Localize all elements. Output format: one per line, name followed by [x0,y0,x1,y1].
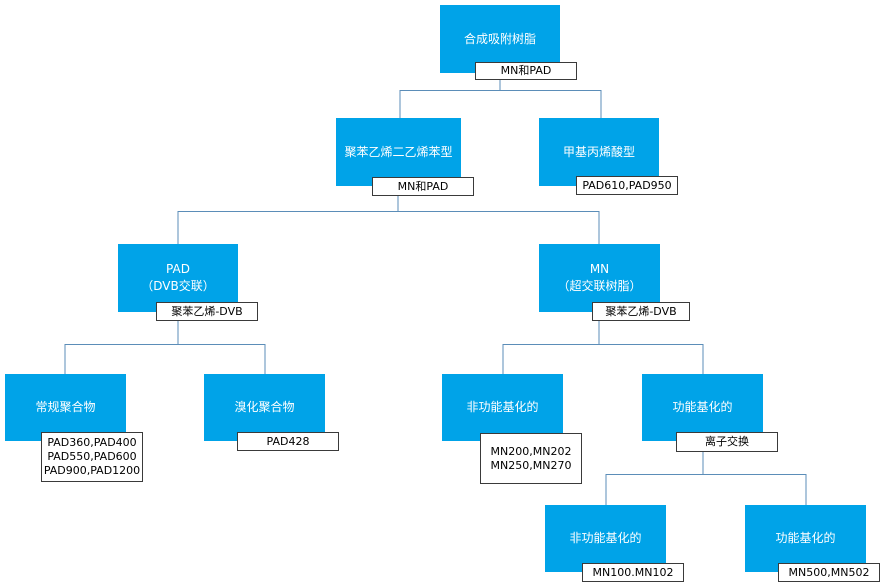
node-acrylic-label: 甲基丙烯酸型 [562,144,635,159]
tag-ion-func: MN500,MN502 [778,563,880,582]
node-ion-func-label: 功能基化的 [775,531,836,545]
tag-mn-func: 离子交换 [676,432,778,452]
tag-mn-nonfunc: MN200,MN202 MN250,MN270 [480,433,582,484]
node-ion-nonfunc: 非功能基化的 [545,505,666,572]
node-acrylic: 甲基丙烯酸型 [539,118,659,186]
tag-styrene: MN和PAD [372,177,474,196]
connector-pad [64,344,266,374]
node-ion-nonfunc-label: 非功能基化的 [569,531,642,545]
node-root-label: 合成吸附树脂 [463,31,536,46]
node-mn-nonfunc-label: 非功能基化的 [466,400,539,414]
tag-conventional: PAD360,PAD400 PAD550,PAD600 PAD900,PAD12… [41,432,143,482]
tag-mn: 聚苯乙烯-DVB [592,302,690,321]
node-pad-line2: （DVB交联） [141,279,215,293]
node-root: 合成吸附树脂 [440,5,560,73]
node-brominated: 溴化聚合物 [204,374,325,441]
connector-styrene [177,211,600,244]
node-mn: MN （超交联树脂） [539,244,660,312]
connector-mn [502,344,704,374]
tag-root: MN和PAD [475,62,577,80]
node-mn-func-label: 功能基化的 [672,400,733,414]
node-pad: PAD （DVB交联） [118,244,238,312]
node-mn-nonfunc: 非功能基化的 [442,374,563,441]
tag-acrylic: PAD610,PAD950 [576,176,678,195]
connector-func [605,474,807,505]
tag-brominated: PAD428 [237,432,339,451]
node-conventional: 常规聚合物 [5,374,126,441]
tag-pad: 聚苯乙烯-DVB [156,302,258,321]
node-brominated-label: 溴化聚合物 [234,400,295,414]
node-styrene-label: 聚苯乙烯二乙烯苯型 [344,144,453,159]
node-ion-func: 功能基化的 [745,505,866,572]
node-mn-func: 功能基化的 [642,374,763,441]
node-mn-line1: MN [589,262,610,276]
node-mn-line2: （超交联树脂） [557,279,642,293]
connector-root [399,90,602,118]
node-pad-line1: PAD [166,262,190,276]
node-conventional-label: 常规聚合物 [35,400,96,414]
tag-ion-nonfunc: MN100.MN102 [582,563,684,582]
node-styrene: 聚苯乙烯二乙烯苯型 [336,118,461,186]
